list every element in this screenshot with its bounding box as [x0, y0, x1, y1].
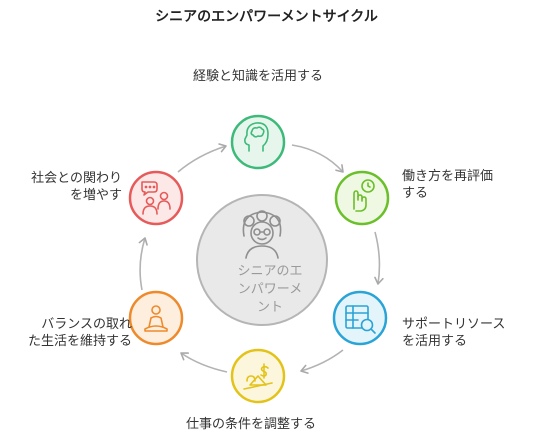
arrow-3-to-4 [300, 349, 344, 374]
meditation-icon [144, 305, 168, 332]
table-search-icon [345, 305, 376, 334]
step-3-circle [332, 290, 388, 346]
brain-head-icon [244, 122, 269, 152]
step-5-label: バランスの取れ た生活を維持する [14, 316, 132, 350]
step-3-label-line1: サポートリソース [402, 317, 506, 332]
arrow-6-to-1 [177, 143, 227, 173]
step-2-label: 働き方を再評価 する [402, 168, 493, 202]
arrow-5-to-6 [138, 237, 148, 291]
balance-scale-icon [243, 363, 273, 390]
arrow-2-to-3 [374, 231, 384, 285]
step-6-label-line1: 社会との関わり [31, 171, 122, 186]
hand-clock-icon [353, 179, 375, 212]
step-5-label-line2: た生活を維持する [27, 334, 132, 349]
step-1-label-line1: 経験と知識を活用する [193, 69, 324, 84]
step-5-circle [128, 290, 184, 346]
center-label: シニアのエ ンパワーメ ント [218, 263, 322, 317]
step-2-label-line1: 働き方を再評価 [402, 169, 494, 184]
center-label-line3: ント [256, 300, 283, 315]
step-3-label-line2: を活用する [402, 334, 468, 349]
step-1-circle [230, 114, 286, 170]
elderly-person-icon [242, 210, 282, 259]
people-chat-icon [141, 181, 171, 215]
step-6-label: 社会との関わり を増やす [14, 170, 122, 204]
center-label-line1: シニアのエ [237, 264, 303, 279]
step-6-circle [128, 170, 184, 226]
step-6-label-line2: を増やす [69, 188, 122, 203]
step-1-label: 経験と知識を活用する [193, 68, 323, 85]
step-5-label-line1: バランスの取れ [41, 317, 132, 332]
step-4-label-line1: 仕事の条件を調整する [186, 417, 317, 432]
arrow-4-to-5 [180, 352, 228, 373]
step-3-label: サポートリソース を活用する [402, 316, 505, 350]
arrow-1-to-2 [291, 144, 344, 173]
center-circle [196, 194, 328, 326]
center-label-line2: ンパワーメ [237, 282, 303, 297]
step-4-label: 仕事の条件を調整する [186, 416, 316, 433]
step-2-label-line2: する [402, 186, 429, 201]
diagram-title: シニアのエンパワーメントサイクル [155, 9, 378, 25]
